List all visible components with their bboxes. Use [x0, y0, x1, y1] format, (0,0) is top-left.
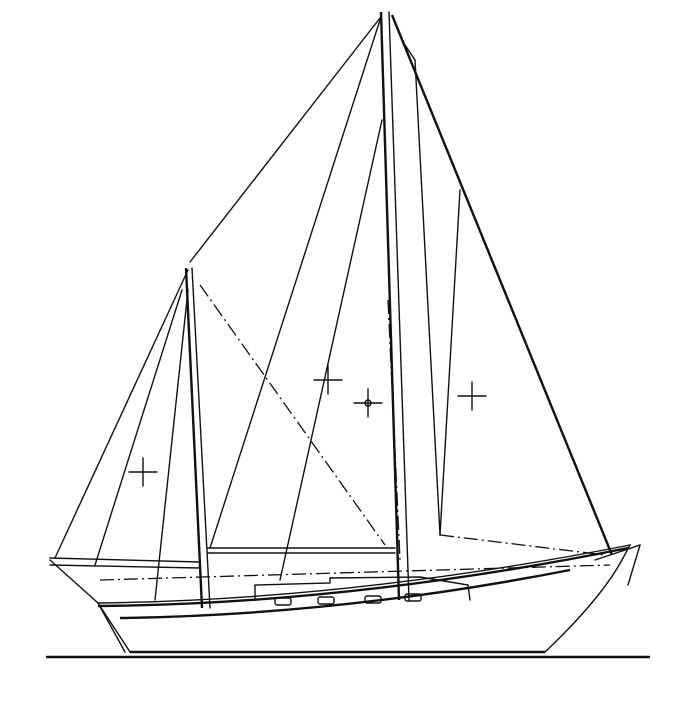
porthole — [317, 596, 335, 605]
center-of-effort-cross — [457, 381, 487, 411]
jib-sail — [404, 44, 606, 556]
sail-center-markers — [128, 365, 487, 487]
main-sail — [189, 17, 401, 581]
hull — [96, 544, 632, 654]
mizzen-sail — [49, 269, 611, 604]
center-of-effort-cross — [313, 365, 343, 395]
porthole — [274, 597, 292, 606]
center-of-effort-cross — [353, 388, 383, 418]
porthole — [364, 595, 382, 604]
main-mast — [379, 11, 410, 601]
center-of-effort-cross — [128, 457, 158, 487]
mizzen-mast — [184, 267, 211, 609]
forestay — [390, 14, 614, 556]
cabin — [254, 576, 471, 606]
porthole — [404, 593, 422, 602]
bowsprit — [594, 544, 641, 586]
